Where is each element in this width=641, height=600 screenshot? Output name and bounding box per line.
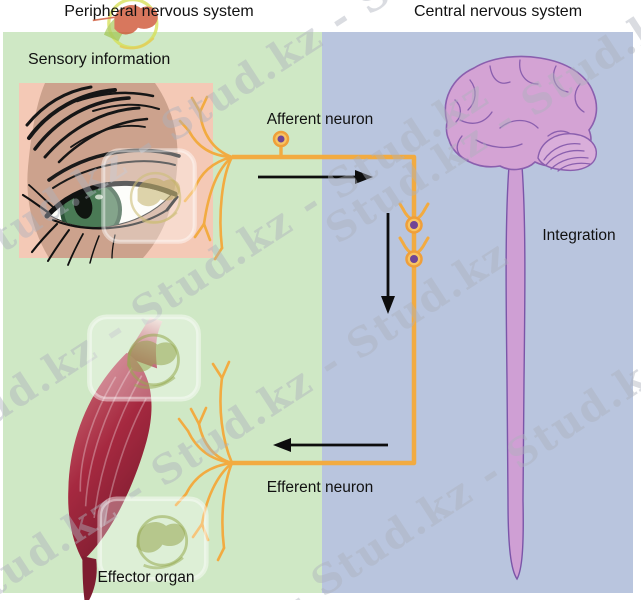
eyebrow-hair-strokes: [25, 85, 160, 164]
muscle-illustration: [68, 316, 163, 600]
peripheral-nervous-system-heading: Peripheral nervous system: [64, 3, 254, 20]
synapse-interneuron-1: [398, 202, 430, 234]
cerebellum-striations: [543, 142, 591, 172]
brain-illustration: [444, 55, 598, 172]
synapse-interneuron-2: [398, 236, 430, 268]
sensory-nerve-branches: [178, 95, 234, 261]
spinal-cord-illustration: [505, 165, 526, 581]
afferent-neuron-label: Afferent neuron: [266, 111, 374, 128]
afferent-neuron-cell-body: [272, 130, 290, 159]
motor-nerve-branches: [174, 360, 234, 562]
integration-label: Integration: [542, 227, 616, 244]
muscle-fiber-streaks: [79, 367, 147, 526]
central-nervous-system-heading: Central nervous system: [413, 3, 583, 20]
descending-direction-arrow: [381, 213, 395, 314]
sensory-eye-illustration: [19, 83, 213, 266]
eyebrow-arcs: [47, 148, 181, 189]
efferent-neuron-label: Efferent neuron: [266, 479, 374, 496]
neuron-pathway-line: [232, 154, 417, 466]
afferent-direction-arrow: [258, 170, 373, 184]
sensory-information-label: Sensory information: [28, 51, 171, 68]
eye-iris: [60, 184, 122, 227]
effector-organ-label: Effector organ: [97, 569, 195, 586]
efferent-direction-arrow: [273, 438, 388, 452]
